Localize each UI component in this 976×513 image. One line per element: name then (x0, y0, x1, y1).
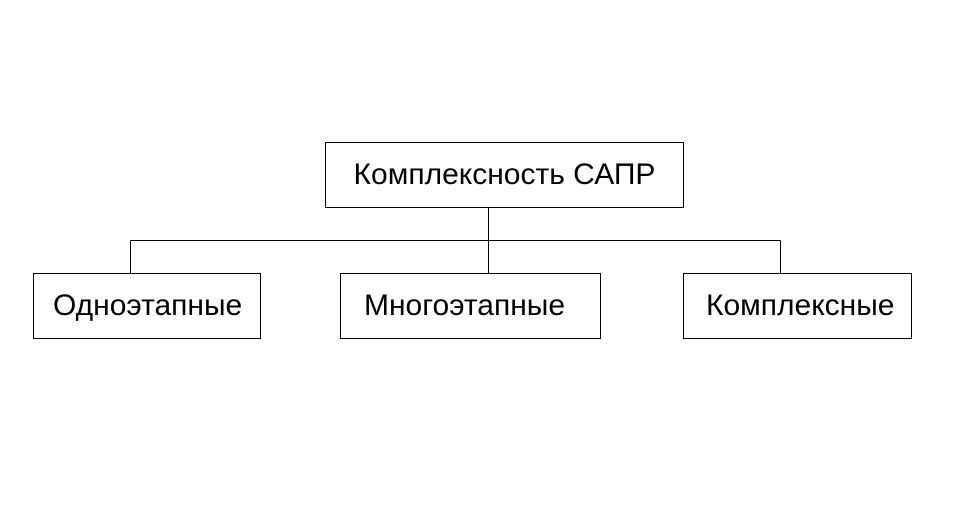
root-node-label: Комплексность САПР (353, 158, 656, 191)
child-node-box-odnoetapnye: Одноэтапные (33, 273, 261, 339)
child-node-box-kompleksnye: Комплексные (683, 273, 912, 339)
root-node-box: Комплексность САПР (325, 142, 684, 208)
child-node-label-mnogoetapnye: Многоэтапные (364, 289, 566, 322)
child-node-label-odnoetapnye: Одноэтапные (53, 289, 243, 322)
child-node-box-mnogoetapnye: Многоэтапные (340, 273, 601, 339)
child-node-label-kompleksnye: Комплексные (706, 289, 895, 322)
